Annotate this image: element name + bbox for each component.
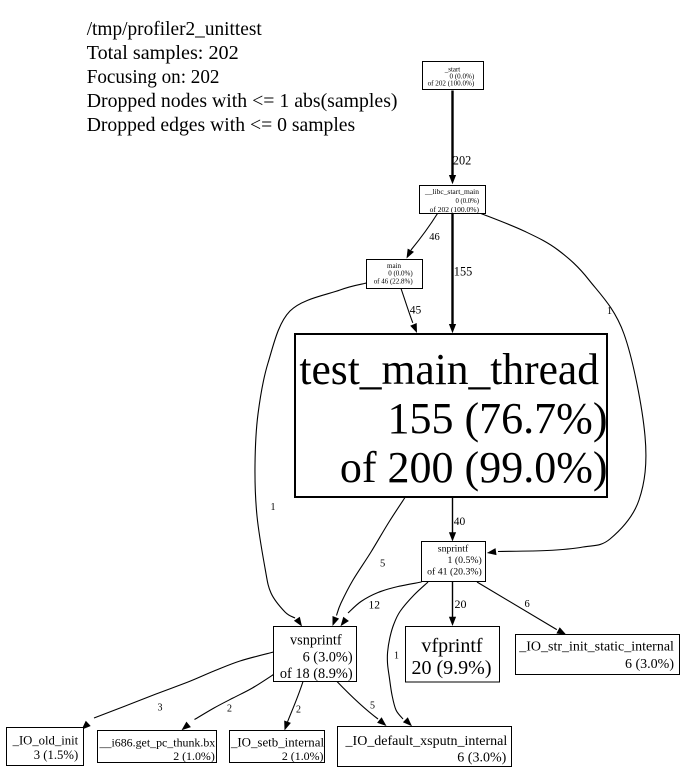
svg-text:vsnprintf: vsnprintf bbox=[290, 633, 342, 649]
svg-text:6 (3.0%): 6 (3.0%) bbox=[457, 750, 506, 765]
svg-text:5: 5 bbox=[380, 558, 385, 569]
svg-text:of 46 (22.8%): of 46 (22.8%) bbox=[374, 277, 414, 285]
svg-text:1: 1 bbox=[394, 651, 399, 662]
svg-text:6 (3.0%): 6 (3.0%) bbox=[303, 650, 353, 666]
svg-text:5: 5 bbox=[370, 701, 375, 712]
svg-text:_IO_default_xsputn_internal: _IO_default_xsputn_internal bbox=[345, 734, 508, 749]
svg-text:6 (3.0%): 6 (3.0%) bbox=[625, 657, 674, 672]
svg-text:20 (9.9%): 20 (9.9%) bbox=[412, 657, 492, 679]
svg-text:2 (1.0%): 2 (1.0%) bbox=[282, 749, 324, 763]
svg-text:0 (0.0%): 0 (0.0%) bbox=[388, 270, 413, 278]
svg-text:155 (76.7%): 155 (76.7%) bbox=[388, 394, 608, 443]
svg-text:1 (0.5%): 1 (0.5%) bbox=[448, 555, 482, 566]
svg-text:of 18 (8.9%): of 18 (8.9%) bbox=[280, 666, 353, 682]
svg-text:of 202 (100.0%): of 202 (100.0%) bbox=[430, 205, 480, 214]
svg-text:46: 46 bbox=[429, 232, 440, 243]
svg-text:1: 1 bbox=[271, 502, 276, 513]
svg-text:Dropped nodes with <= 1 abs(sa: Dropped nodes with <= 1 abs(samples) bbox=[87, 90, 398, 112]
svg-text:vfprintf: vfprintf bbox=[421, 635, 482, 657]
svg-text:40: 40 bbox=[454, 516, 466, 528]
svg-text:of 202 (100.0%): of 202 (100.0%) bbox=[428, 80, 475, 88]
svg-text:2: 2 bbox=[296, 705, 301, 716]
svg-text:155: 155 bbox=[454, 265, 472, 279]
svg-text:__libc_start_main: __libc_start_main bbox=[424, 187, 479, 196]
svg-text:Total samples: 202: Total samples: 202 bbox=[87, 42, 239, 64]
svg-text:test_main_thread: test_main_thread bbox=[299, 345, 599, 394]
svg-text:1: 1 bbox=[607, 306, 612, 317]
svg-text:_start: _start bbox=[444, 65, 461, 73]
svg-text:3 (1.5%): 3 (1.5%) bbox=[34, 748, 78, 762]
svg-text:_IO_str_init_static_internal: _IO_str_init_static_internal bbox=[518, 640, 674, 655]
svg-text:Dropped edges with <= 0 sample: Dropped edges with <= 0 samples bbox=[87, 114, 356, 136]
svg-text:12: 12 bbox=[369, 600, 381, 612]
svg-text:0 (0.0%): 0 (0.0%) bbox=[456, 196, 480, 205]
svg-text:_IO_setb_internal: _IO_setb_internal bbox=[230, 736, 325, 750]
svg-text:_IO_old_init: _IO_old_init bbox=[12, 734, 79, 748]
svg-text:2: 2 bbox=[227, 704, 232, 715]
svg-text:3: 3 bbox=[158, 703, 163, 714]
svg-text:of 200 (99.0%): of 200 (99.0%) bbox=[340, 443, 608, 492]
svg-text:6: 6 bbox=[525, 599, 530, 610]
svg-text:/tmp/profiler2_unittest: /tmp/profiler2_unittest bbox=[87, 18, 263, 40]
svg-text:2 (1.0%): 2 (1.0%) bbox=[173, 749, 215, 763]
svg-text:of 41 (20.3%): of 41 (20.3%) bbox=[427, 567, 482, 578]
svg-text:snprintf: snprintf bbox=[438, 544, 469, 555]
svg-text:__i686.get_pc_thunk.bx: __i686.get_pc_thunk.bx bbox=[99, 736, 216, 750]
svg-text:20: 20 bbox=[455, 597, 467, 611]
svg-text:45: 45 bbox=[410, 304, 422, 316]
svg-text:Focusing on: 202: Focusing on: 202 bbox=[87, 66, 220, 88]
svg-text:202: 202 bbox=[453, 154, 471, 168]
svg-text:0 (0.0%): 0 (0.0%) bbox=[450, 73, 475, 81]
svg-text:main: main bbox=[387, 262, 401, 270]
